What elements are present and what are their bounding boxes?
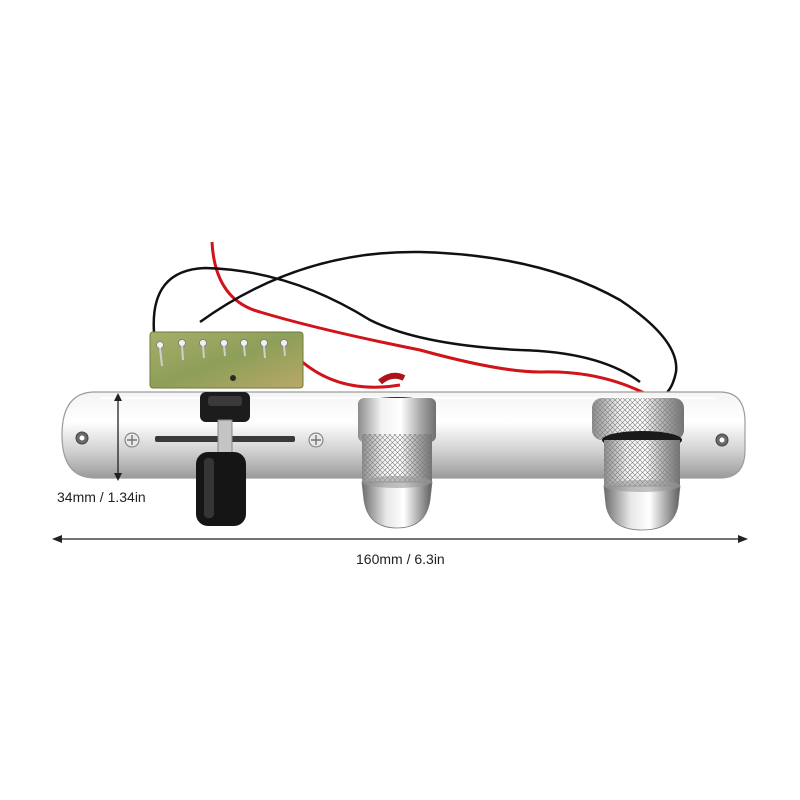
width-dimension-line xyxy=(52,535,748,543)
width-dimension-label: 160mm / 6.3in xyxy=(356,551,445,567)
tone-knob xyxy=(592,398,684,531)
switch-board xyxy=(149,331,304,389)
height-dimension-line xyxy=(114,393,122,481)
wires xyxy=(152,241,678,400)
height-dimension-label: 34mm / 1.34in xyxy=(57,489,146,505)
selector-switch xyxy=(196,392,250,526)
volume-knob xyxy=(358,397,436,529)
